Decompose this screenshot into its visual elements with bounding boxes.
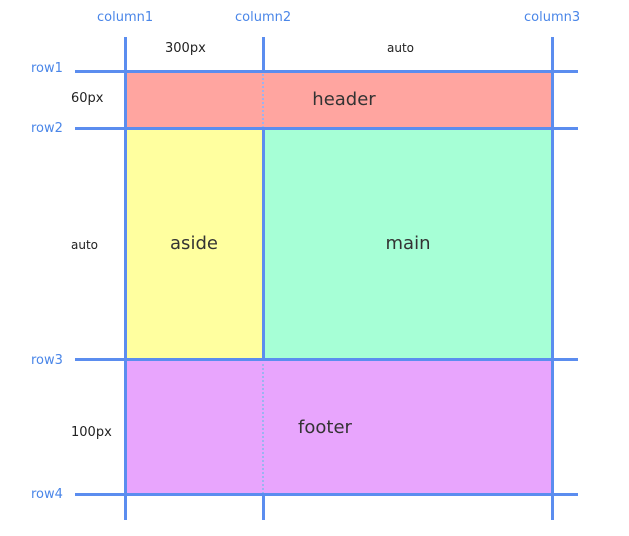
column3-line <box>551 37 554 520</box>
column1-label: column1 <box>97 10 154 25</box>
row-size-3: 100px <box>71 425 112 440</box>
footer-area: footer <box>125 359 553 494</box>
header-label: header <box>312 89 376 110</box>
column2-line-top <box>262 37 265 71</box>
row4-label: row4 <box>31 487 63 502</box>
row2-line <box>75 127 578 130</box>
main-area: main <box>263 128 553 359</box>
main-label: main <box>385 233 431 254</box>
row-size-1: 60px <box>71 91 104 106</box>
column-size-2: auto <box>387 41 415 55</box>
footer-label: footer <box>298 417 352 438</box>
column2-dotted-line-footer <box>262 359 264 494</box>
row2-label: row2 <box>31 121 63 136</box>
column2-dotted-line-header <box>262 71 264 128</box>
column2-label: column2 <box>235 10 292 25</box>
aside-area: aside <box>125 128 263 359</box>
aside-label: aside <box>170 233 218 254</box>
row4-line <box>75 493 578 496</box>
row1-label: row1 <box>31 61 63 76</box>
column-size-1: 300px <box>165 41 206 56</box>
header-area: header <box>125 71 553 128</box>
row-size-2: auto <box>71 238 99 252</box>
column2-line-middle <box>262 128 265 359</box>
column1-line <box>124 37 127 520</box>
column3-label: column3 <box>524 10 581 25</box>
row3-line <box>75 358 578 361</box>
row3-label: row3 <box>31 353 63 368</box>
row1-line <box>75 70 578 73</box>
column2-line-bottom <box>262 494 265 520</box>
